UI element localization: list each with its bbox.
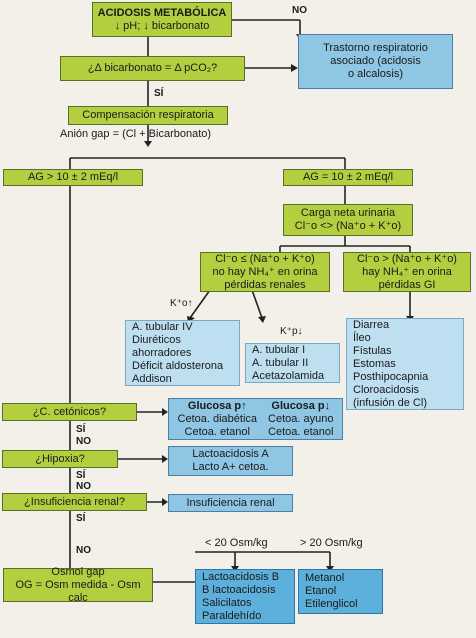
tubular4-line: A. tubular IV bbox=[132, 320, 193, 333]
gi-causes-box: Diarrea Íleo Fístulas Estomas Posthipoca… bbox=[346, 318, 464, 410]
ag-normal-text: AG = 10 ± 2 mEq/l bbox=[302, 171, 394, 183]
renal-question: ¿Insuficiencia renal? bbox=[24, 495, 125, 508]
high-cause: Metanol bbox=[305, 572, 345, 584]
glucosa-down-line: Cetoa. ayuno bbox=[268, 413, 334, 425]
trastorno-line: asociado (acidosis bbox=[330, 55, 421, 67]
subtitle: ↓ pH; ↓ bicarbonato bbox=[114, 19, 210, 32]
glucosa-down-title: Glucosa p↓ bbox=[271, 400, 331, 412]
renal-question-box: ¿Insuficiencia renal? bbox=[2, 493, 147, 511]
renal-line: Cl⁻o ≤ (Na⁺o + K⁺o) bbox=[215, 252, 315, 265]
k-down-label: K⁺p↓ bbox=[280, 326, 303, 337]
high-causes-box: Metanol Etanol Etilenglicol bbox=[298, 569, 383, 614]
compensacion-box: Compensación respiratoria bbox=[68, 106, 228, 125]
title: ACIDOSIS METABÓLICA bbox=[97, 6, 227, 19]
tubular12-line: A. tubular II bbox=[252, 356, 309, 369]
insuf-renal-text: Insuficiencia renal bbox=[186, 496, 275, 509]
lacto-line: Lactoacidosis A bbox=[192, 448, 269, 460]
no-label: NO bbox=[76, 545, 91, 556]
cetonicos-question-box: ¿C. cetónicos? bbox=[2, 403, 137, 421]
glucosa-up-title: Glucosa p↑ bbox=[187, 400, 247, 412]
low-cause: Lactoacidosis B bbox=[202, 570, 280, 583]
trastorno-box: Trastorno respiratorio asociado (acidosi… bbox=[298, 34, 453, 89]
compensacion-text: Compensación respiratoria bbox=[82, 109, 214, 121]
high-cause: Etilenglicol bbox=[305, 598, 358, 610]
gi-cause: Estomas bbox=[353, 357, 396, 370]
tubular12-line: Acetazolamida bbox=[252, 369, 325, 382]
tubular4-line: Addison bbox=[132, 372, 172, 385]
osm-high-label: > 20 Osm/kg bbox=[300, 537, 363, 549]
si-label: SÍ bbox=[76, 513, 86, 524]
renal-line: pérdidas renales bbox=[224, 278, 306, 291]
si-label: SÍ bbox=[154, 88, 164, 99]
hipoxia-question-box: ¿Hipoxia? bbox=[2, 450, 118, 468]
trastorno-line: o alcalosis) bbox=[347, 68, 404, 80]
ag-normal-box: AG = 10 ± 2 mEq/l bbox=[283, 169, 413, 186]
gi-cause: Fístulas bbox=[353, 344, 392, 357]
carga-box: Carga neta urinaria Cl⁻o <> (Na⁺o + K⁺o) bbox=[283, 204, 413, 236]
gi-cause: Íleo bbox=[353, 331, 371, 344]
lacto-box: Lactoacidosis A Lacto A+ cetoa. bbox=[168, 446, 293, 476]
tubular12-line: A. tubular I bbox=[252, 343, 306, 356]
low-cause: Paraldehído bbox=[202, 609, 262, 622]
tubular4-line: ahorradores bbox=[132, 346, 192, 359]
delta-question: ¿Δ bicarbonato = Δ pCO₂? bbox=[87, 62, 218, 74]
glucosa-up-line: Cetoa. diabética bbox=[177, 413, 258, 425]
gi-cause: Posthipocapnia bbox=[353, 370, 429, 383]
low-causes-box: Lactoacidosis B B lactoacidosis Salicila… bbox=[195, 569, 295, 624]
osmol-box: Osmol gap OG = Osm medida - Osm calc bbox=[3, 565, 153, 604]
tubular12-box: A. tubular I A. tubular II Acetazolamida bbox=[245, 343, 340, 383]
carga-title: Carga neta urinaria bbox=[300, 207, 396, 219]
low-cause: B lactoacidosis bbox=[202, 583, 276, 596]
hipoxia-question: ¿Hipoxia? bbox=[35, 452, 85, 465]
anion-gap-text: Anión gap = (Cl + Bicarbonato) bbox=[60, 128, 212, 140]
delta-question-box: ¿Δ bicarbonato = Δ pCO₂? bbox=[60, 56, 245, 81]
no-label: NO bbox=[76, 436, 91, 447]
ag-high-box: AG > 10 ± 2 mEq/l bbox=[3, 169, 143, 186]
insuf-renal-box: Insuficiencia renal bbox=[168, 494, 293, 512]
renal-box: Cl⁻o ≤ (Na⁺o + K⁺o) no hay NH₄⁺ en orina… bbox=[200, 252, 330, 292]
glucosa-up-line: Cetoa. etanol bbox=[184, 426, 250, 438]
renal-line: no hay NH₄⁺ en orina bbox=[212, 265, 318, 278]
osm-low-label: < 20 Osm/kg bbox=[205, 537, 268, 549]
glucosa-down-line: Cetoa. etanol bbox=[268, 426, 334, 438]
gi-line: Cl⁻o > (Na⁺o + K⁺o) bbox=[357, 252, 457, 265]
no-label: NO bbox=[76, 481, 91, 492]
gi-cause: (infusión de Cl) bbox=[353, 396, 427, 409]
gi-box: Cl⁻o > (Na⁺o + K⁺o) hay NH₄⁺ en orina pé… bbox=[343, 252, 471, 292]
tubular4-box: A. tubular IV Diuréticos ahorradores Déf… bbox=[125, 320, 240, 386]
tubular4-line: Déficit aldosterona bbox=[132, 359, 224, 372]
cetonicos-question: ¿C. cetónicos? bbox=[32, 405, 107, 418]
ag-high-text: AG > 10 ± 2 mEq/l bbox=[27, 171, 119, 183]
carga-formula: Cl⁻o <> (Na⁺o + K⁺o) bbox=[294, 220, 402, 232]
title-box: ACIDOSIS METABÓLICA ↓ pH; ↓ bicarbonato bbox=[92, 2, 232, 37]
k-up-label: K⁺o↑ bbox=[170, 298, 193, 309]
low-cause: Salicilatos bbox=[202, 596, 252, 609]
trastorno-line: Trastorno respiratorio bbox=[323, 42, 428, 54]
gi-line: hay NH₄⁺ en orina bbox=[362, 265, 452, 278]
gi-line: pérdidas GI bbox=[378, 278, 436, 291]
osmol-title: Osmol gap bbox=[51, 565, 105, 578]
no-label: NO bbox=[292, 5, 307, 16]
gi-cause: Diarrea bbox=[353, 318, 390, 331]
tubular4-line: Diuréticos bbox=[132, 333, 181, 346]
glucosa-box: Glucosa p↑ Cetoa. diabética Cetoa. etano… bbox=[168, 398, 343, 440]
lacto-line: Lacto A+ cetoa. bbox=[192, 461, 269, 473]
gi-cause: Cloroacidosis bbox=[353, 383, 420, 396]
si-label: SÍ bbox=[76, 470, 86, 481]
osmol-formula: OG = Osm medida - Osm calc bbox=[15, 578, 141, 604]
si-label: SÍ bbox=[76, 424, 86, 435]
high-cause: Etanol bbox=[305, 585, 337, 597]
